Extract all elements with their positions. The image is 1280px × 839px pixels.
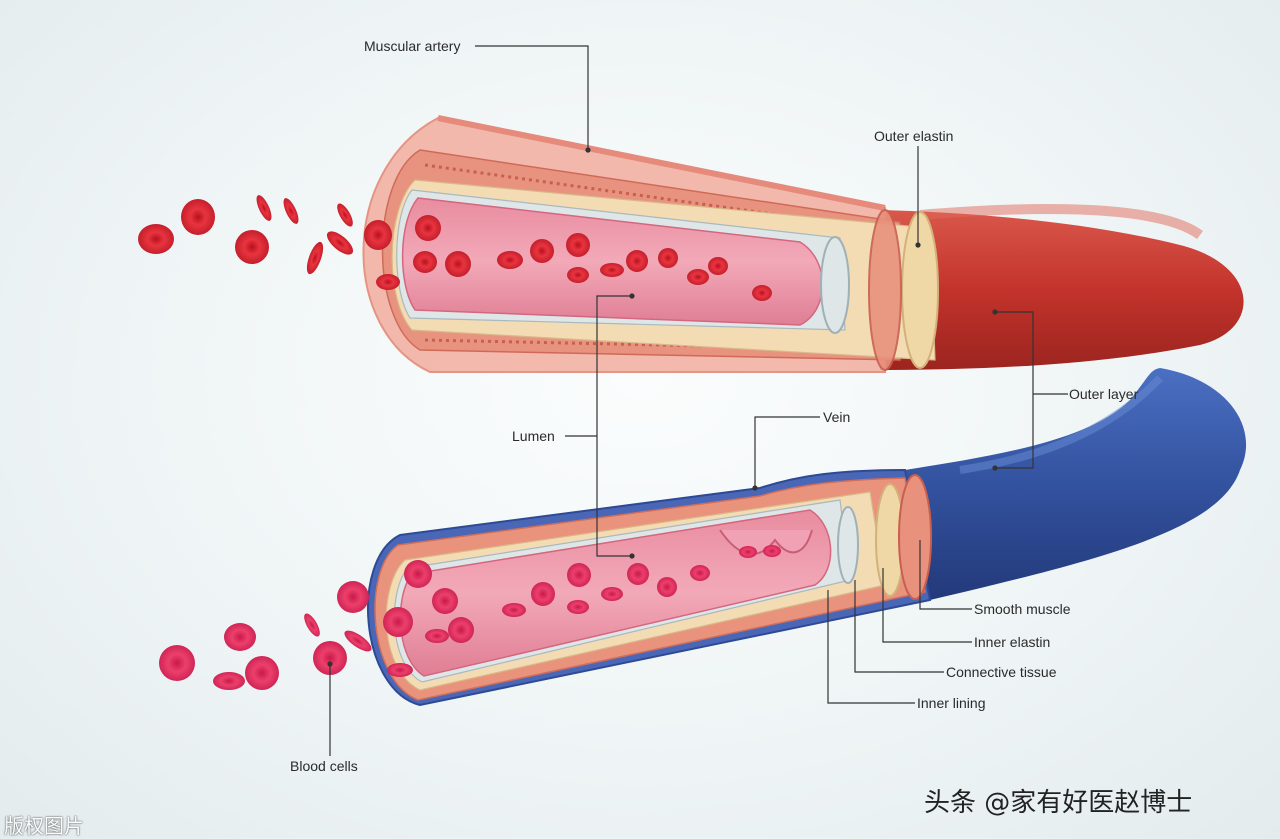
blood-cell [283, 198, 299, 224]
blood-cell [404, 560, 432, 588]
blood-cell [687, 269, 709, 285]
blood-cell [235, 230, 269, 264]
leader-connective-tissue [854, 580, 944, 673]
label-blood-cells: Blood cells [290, 758, 358, 774]
leader-lines [327, 45, 1068, 756]
leader-vein [754, 416, 820, 488]
artery-lumen [401, 197, 824, 326]
artery-blood-cells [138, 195, 772, 301]
blood-cell [313, 641, 347, 675]
blood-cell [497, 251, 523, 269]
blood-cell [213, 672, 245, 690]
blood-cell [383, 607, 413, 637]
blood-cell [658, 248, 678, 268]
blood-cell [739, 546, 757, 558]
blood-cell [256, 195, 272, 221]
blood-cell [387, 663, 413, 677]
blood-cell [708, 257, 728, 275]
blood-cell [567, 267, 589, 283]
blood-cell [413, 251, 437, 273]
blood-cell [415, 215, 441, 241]
blood-cell [337, 581, 369, 613]
blood-cell [502, 603, 526, 617]
blood-cell [224, 623, 256, 651]
leader-muscular-artery [475, 45, 589, 150]
label-connective-tissue: Connective tissue [946, 664, 1057, 680]
label-lumen: Lumen [512, 428, 555, 444]
blood-cell [306, 241, 324, 275]
blood-cell [626, 250, 648, 272]
blood-cell [159, 645, 195, 681]
leader-smooth-muscle [919, 540, 972, 610]
blood-cell [657, 577, 677, 597]
label-muscular-artery: Muscular artery [364, 38, 461, 54]
muscular-artery [362, 115, 1244, 373]
blood-cell [690, 565, 710, 581]
leader-inner-lining [827, 590, 915, 704]
blood-cell [445, 251, 471, 277]
vein-outer-layer [905, 368, 1247, 600]
artery-outer-layer [880, 210, 1244, 370]
vein-blood-cells [159, 545, 781, 690]
blood-cell [752, 285, 772, 301]
blood-cell [245, 656, 279, 690]
label-outer-elastin: Outer elastin [874, 128, 954, 144]
blood-cell [326, 231, 354, 255]
label-smooth-muscle: Smooth muscle [974, 601, 1071, 617]
watermark-credit: 头条 @家有好医赵博士 [924, 788, 1193, 818]
blood-cell [600, 263, 624, 277]
blood-cell [448, 617, 474, 643]
blood-cell [567, 600, 589, 614]
blood-cell [425, 629, 449, 643]
label-vein: Vein [823, 409, 851, 425]
blood-cell [344, 630, 372, 652]
blood-cell [364, 220, 392, 250]
blood-cell [530, 239, 554, 263]
blood-cell [763, 545, 781, 557]
leader-outer-layer [995, 311, 1034, 469]
blood-cell [181, 199, 215, 235]
blood-cell [627, 563, 649, 585]
blood-cell [432, 588, 458, 614]
vein [366, 368, 1247, 707]
blood-cell [376, 274, 400, 290]
blood-cell [601, 587, 623, 601]
blood-cell [337, 203, 353, 227]
leader-inner-elastin [882, 568, 972, 643]
blood-cell [304, 613, 320, 637]
blood-cell [566, 233, 590, 257]
label-inner-lining: Inner lining [917, 695, 986, 711]
blood-cell [138, 224, 174, 254]
label-inner-elastin: Inner elastin [974, 634, 1051, 650]
watermark-corner: 版权图片 [4, 814, 84, 838]
blood-cell [531, 582, 555, 606]
blood-cell [567, 563, 591, 587]
label-outer-layer: Outer layer [1069, 386, 1139, 402]
